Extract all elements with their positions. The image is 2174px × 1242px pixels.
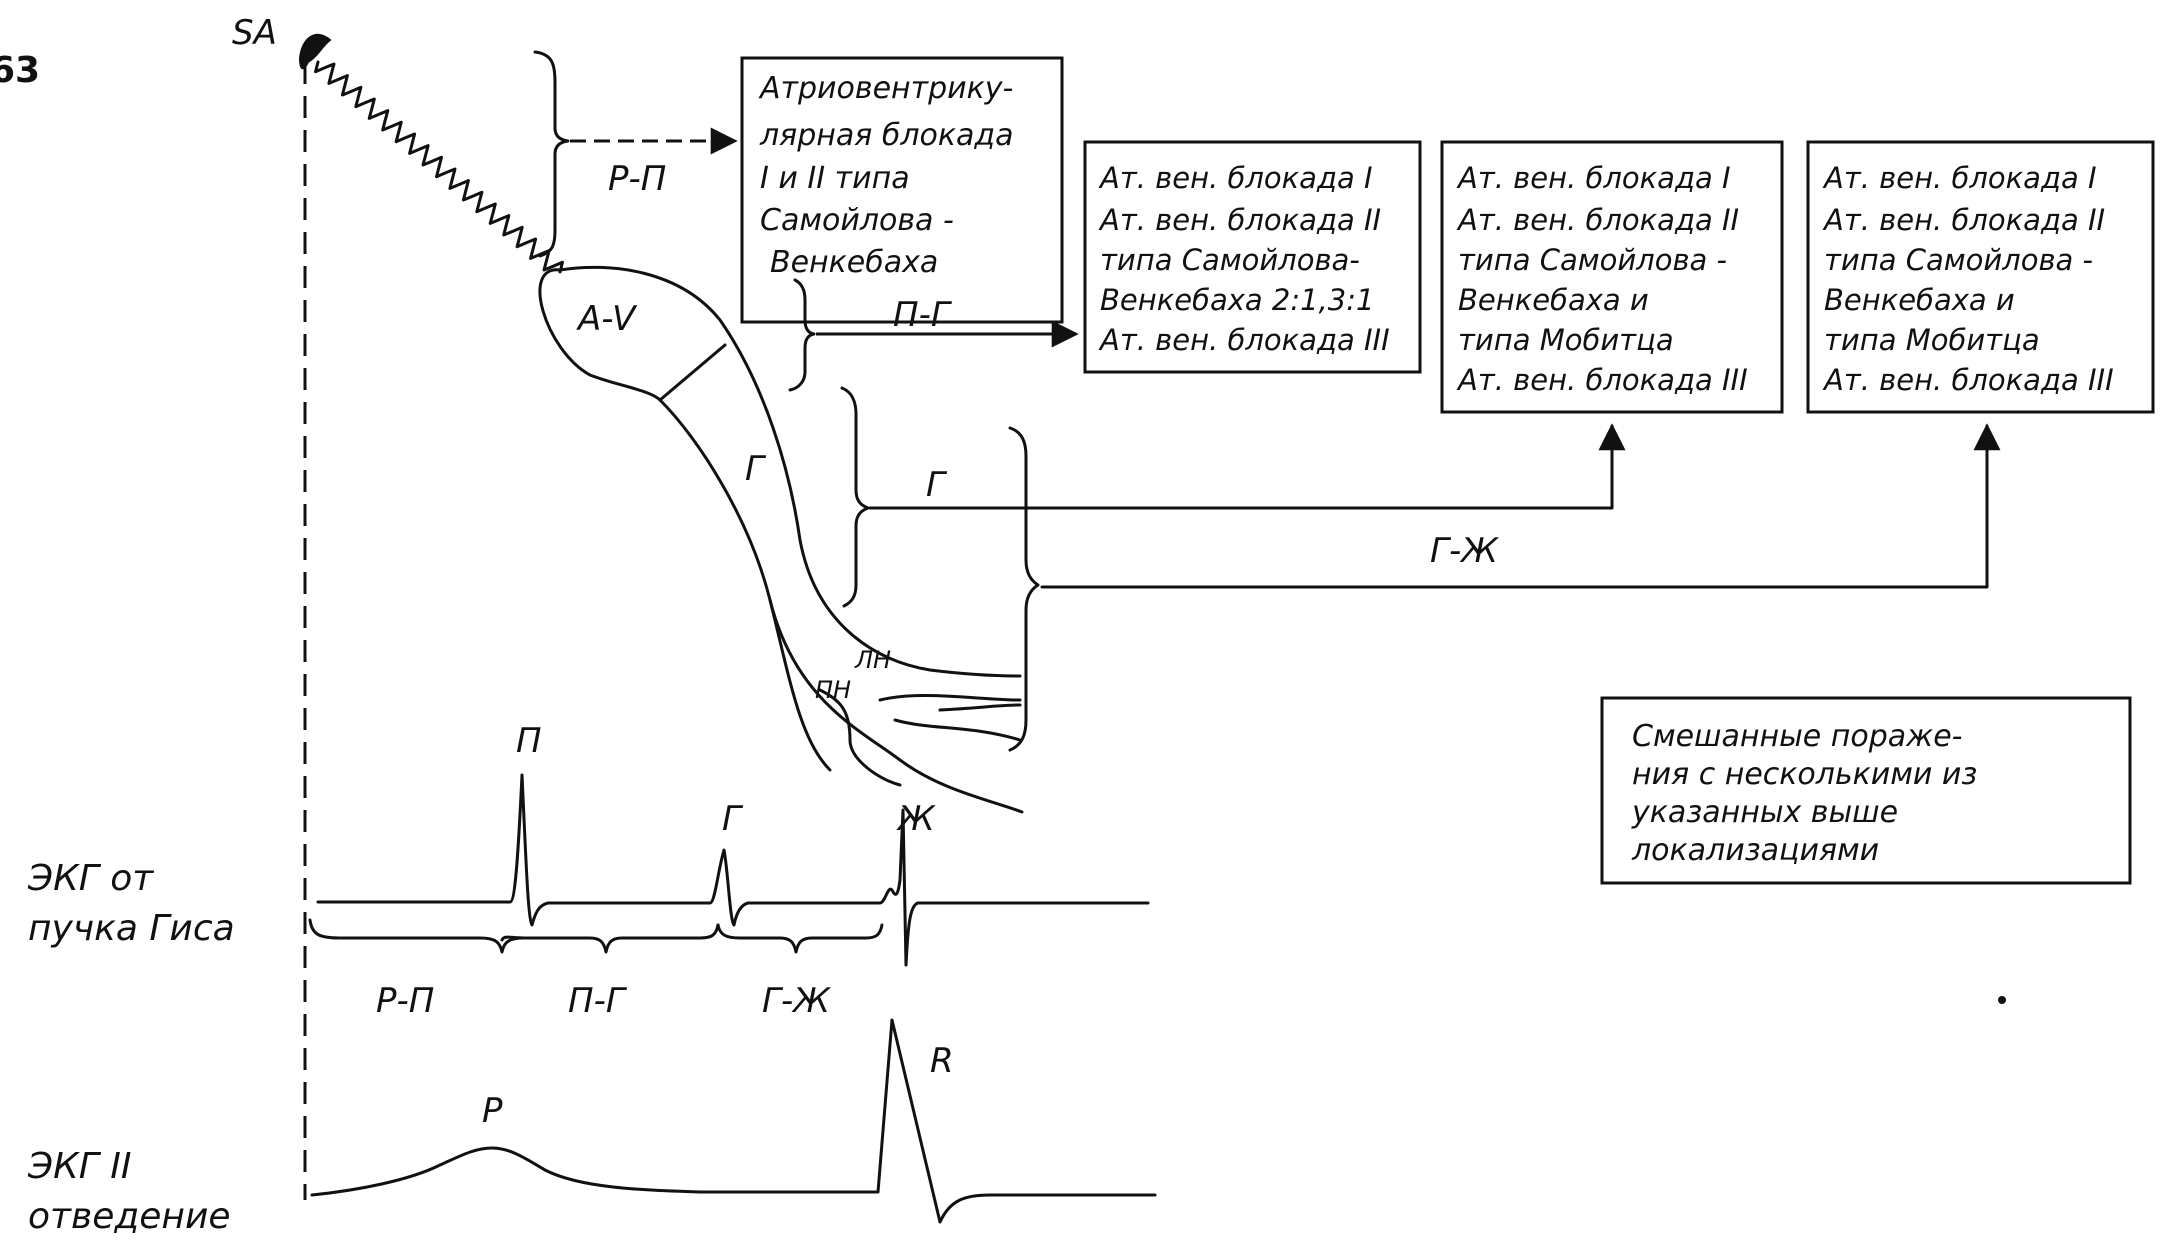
lead-ecg-trace <box>310 1018 1157 1224</box>
box1-line: Самойлова - <box>760 203 954 238</box>
his-ecg-label-line: пучка Гиса <box>28 908 235 949</box>
sa-label: SA <box>232 13 277 53</box>
sa-node <box>298 33 332 70</box>
lead-ecg-label-line: отведение <box>28 1196 230 1237</box>
box-av-block-1-2-text: Атриовентрику- лярная блокада I и II тип… <box>758 71 1023 280</box>
stray-dot <box>1998 996 2006 1004</box>
lead-ecg-label-line: ЭКГ II <box>27 1146 131 1187</box>
his-bundle-label: Г <box>745 449 767 489</box>
lead-ecg-label: ЭКГ II отведение <box>27 1146 230 1237</box>
segment-p-p-label: Р-П <box>608 159 666 199</box>
his-interval-g-zh-label: Г-Ж <box>762 981 831 1021</box>
his-interval-p-p-label: Р-П <box>376 981 434 1021</box>
box3-line: Ат. вен. блокада II <box>1456 203 1739 237</box>
box-av-block-his-text: Ат. вен. блокада I Ат. вен. блокада II т… <box>1456 161 1748 397</box>
his-peak-zh-label: Ж <box>896 799 936 839</box>
bundle-left-branch-a <box>878 694 1022 702</box>
box3-line: Ат. вен. блокада I <box>1456 161 1731 195</box>
segment-g-label: Г <box>926 465 948 505</box>
box-mixed-lesions <box>1600 696 2132 885</box>
av-his-divider <box>658 343 727 402</box>
box2-line: типа Самойлова- <box>1100 243 1360 277</box>
box2-line: Венкебаха 2:1,3:1 <box>1100 283 1374 317</box>
brace-p-p <box>308 918 526 954</box>
av-node-label: A-V <box>576 299 638 339</box>
box3-line: Ат. вен. блокада III <box>1456 363 1748 397</box>
his-ecg-label-line: ЭКГ от <box>27 858 154 899</box>
box-av-block-node-text: Ат. вен. блокада I Ат. вен. блокада II т… <box>1098 161 1390 357</box>
box1-line: Венкебаха <box>770 245 938 280</box>
box3-line: типа Мобитца <box>1458 323 1674 357</box>
av-node-top <box>558 265 1022 678</box>
box4-line: типа Самойлова - <box>1824 243 2093 277</box>
bundle-left-branch-c <box>938 703 1022 712</box>
box2-line: Ат. вен. блокада III <box>1098 323 1390 357</box>
box-mixed-lesions-text: Смешанные пораже- ния с несколькими из у… <box>1631 719 1987 868</box>
mixed-line: ния с несколькими из <box>1632 757 1977 792</box>
box-av-block-his <box>1440 140 1784 414</box>
lead-wave-p-label: P <box>482 1091 503 1131</box>
box4-line: Венкебаха и <box>1824 283 2015 317</box>
brace-p-g <box>500 923 720 954</box>
box1-line: I и II типа <box>760 161 910 196</box>
box1-line: Атриовентрику- <box>758 71 1013 106</box>
his-interval-p-g-label: П-Г <box>568 981 628 1021</box>
bundle-lower-left <box>768 598 832 772</box>
box4-line: типа Мобитца <box>1824 323 2040 357</box>
bracket-p-g <box>788 278 816 392</box>
box-av-block-branches-text: Ат. вен. блокада I Ат. вен. блокада II т… <box>1822 161 2114 397</box>
bundle-left-branch-b <box>893 718 1022 742</box>
mixed-line: указанных выше <box>1631 795 1898 830</box>
arrow-g-zh <box>1040 423 2001 589</box>
mixed-line: локализациями <box>1631 833 1879 868</box>
box3-line: типа Самойлова - <box>1458 243 1727 277</box>
box3-line: Венкебаха и <box>1458 283 1649 317</box>
arrow-g <box>868 423 1626 510</box>
mixed-line: Смешанные пораже- <box>1632 719 1962 754</box>
his-peak-p-label: П <box>516 721 542 761</box>
his-peak-g-label: Г <box>722 799 744 839</box>
box2-line: Ат. вен. блокада I <box>1098 161 1373 195</box>
bracket-p-p <box>533 50 570 258</box>
box-av-block-branches <box>1806 140 2155 414</box>
right-branch-label: ПН <box>815 676 851 704</box>
box1-line: лярная блокада <box>759 118 1014 153</box>
box4-line: Ат. вен. блокада II <box>1822 203 2105 237</box>
bracket-g-zh <box>1008 426 1040 752</box>
bundle-right-branch <box>818 688 902 787</box>
segment-g-zh-label: Г-Ж <box>1430 531 1499 571</box>
box-av-block-node <box>1083 140 1422 374</box>
wavy-conduction-line <box>314 60 564 274</box>
box-av-block-1-2 <box>740 56 1064 324</box>
brace-g-zh <box>716 923 884 954</box>
box4-line: Ат. вен. блокада III <box>1822 363 2114 397</box>
bracket-g <box>840 386 870 608</box>
box4-line: Ат. вен. блокада I <box>1822 161 2097 195</box>
box2-line: Ат. вен. блокада II <box>1098 203 1381 237</box>
segment-p-g-label: П-Г <box>893 295 953 335</box>
left-branch-label: ЛН <box>854 646 891 674</box>
his-ecg-trace <box>316 773 1150 967</box>
lead-wave-r-label: R <box>930 1041 954 1081</box>
figure-number: 63 <box>0 50 40 91</box>
av-node-outline <box>538 268 1024 814</box>
his-ecg-label: ЭКГ от пучка Гиса <box>27 858 235 949</box>
